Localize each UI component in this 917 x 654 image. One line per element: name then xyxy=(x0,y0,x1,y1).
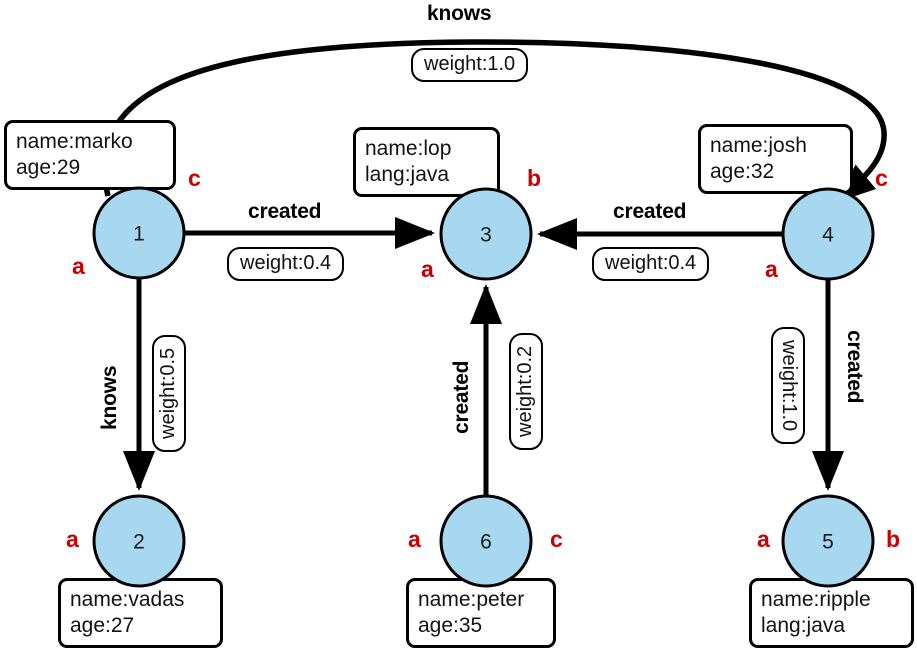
marker-letter: a xyxy=(765,256,778,282)
node-id-label: 2 xyxy=(133,531,145,554)
node-id-label: 6 xyxy=(480,531,492,554)
marker-letter: a xyxy=(66,526,79,552)
property-line: lang:java xyxy=(761,613,846,637)
edge-label-created-4-3: created xyxy=(613,200,687,223)
edge-label-knows-1-4: knows xyxy=(427,2,492,25)
property-line: age:32 xyxy=(710,159,775,183)
marker-letter: a xyxy=(72,253,85,279)
property-line: age:27 xyxy=(70,613,135,637)
marker-letter: b xyxy=(886,526,901,552)
marker-letter: c xyxy=(550,526,563,552)
property-line: name:marko xyxy=(16,130,133,153)
node-3[interactable]: 3 xyxy=(439,187,533,281)
property-box-node-6: name:peter age:35 xyxy=(406,578,556,649)
marker-letter: a xyxy=(408,526,421,552)
marker-letter: c xyxy=(188,165,201,191)
edge-label-created-6-3: created xyxy=(450,360,473,434)
edge-label-knows-1-2: knows xyxy=(98,365,121,430)
weight-box-created-4-5: weight:1.0 xyxy=(771,327,805,445)
node-2[interactable]: 2 xyxy=(92,494,186,588)
property-box-node-1: name:marko age:29 xyxy=(4,120,176,191)
marker-letter: b xyxy=(527,165,542,191)
edge-path-knows-1-4 xyxy=(101,39,887,203)
node-id-label: 5 xyxy=(822,531,834,554)
edge-label-created-1-3: created xyxy=(248,200,322,223)
property-line: name:ripple xyxy=(761,588,871,611)
weight-box-created-4-3: weight:0.4 xyxy=(592,247,710,281)
property-line: lang:java xyxy=(365,162,450,186)
weight-box-knows-1-2: weight:0.5 xyxy=(152,334,186,452)
property-line: age:29 xyxy=(16,155,81,179)
node-1[interactable]: 1 xyxy=(92,186,186,280)
node-5[interactable]: 5 xyxy=(781,494,875,588)
property-line: name:peter xyxy=(418,588,525,611)
property-line: age:35 xyxy=(418,613,483,637)
weight-box-knows-1-4: weight:1.0 xyxy=(411,48,529,82)
weight-box-created-6-3: weight:0.2 xyxy=(509,332,543,450)
node-id-label: 3 xyxy=(480,224,492,247)
marker-letter: a xyxy=(421,256,434,282)
weight-box-created-1-3: weight:0.4 xyxy=(227,247,345,281)
property-line: name:josh xyxy=(710,134,807,157)
property-box-node-3: name:lop lang:java xyxy=(353,127,500,198)
edge-label-created-4-5: created xyxy=(843,330,866,404)
property-box-node-4: name:josh age:32 xyxy=(698,124,853,195)
marker-letter: a xyxy=(757,526,770,552)
node-6[interactable]: 6 xyxy=(439,494,533,588)
node-id-label: 1 xyxy=(133,223,145,246)
marker-letter: c xyxy=(875,165,888,191)
property-line: name:vadas xyxy=(70,588,185,611)
node-id-label: 4 xyxy=(822,224,834,247)
property-line: name:lop xyxy=(365,137,452,160)
node-4[interactable]: 4 xyxy=(781,187,875,281)
